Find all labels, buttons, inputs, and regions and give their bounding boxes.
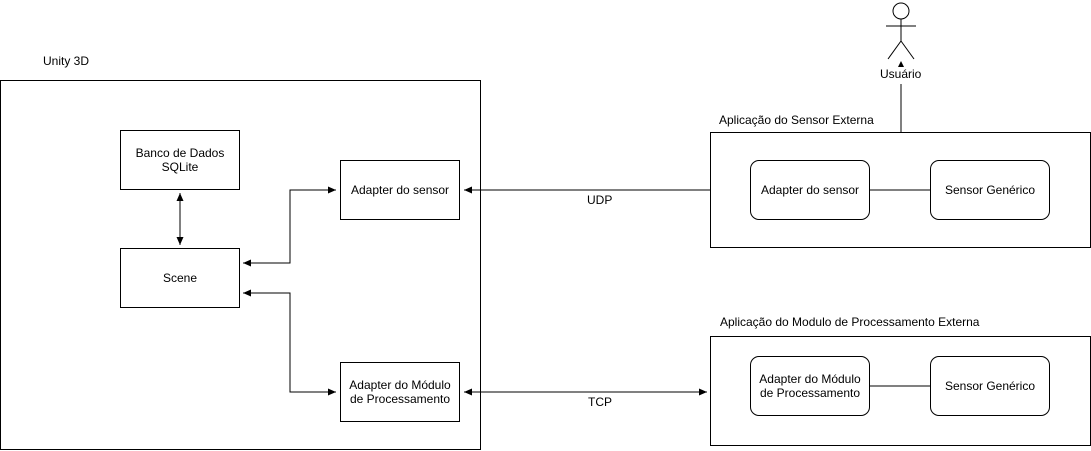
database-node: Banco de Dados SQLite [120, 130, 240, 190]
processing-adapter-node: Adapter do Módulo de Processamento [340, 362, 460, 422]
database-node-line2: SQLite [161, 160, 199, 174]
ext-generic-sensor-node-2: Sensor Genérico [930, 356, 1050, 416]
sensor-app-container-label: Aplicação do Sensor Externa [719, 113, 874, 127]
processing-app-container-label: Aplicação do Modulo de Processamento Ext… [720, 315, 980, 329]
ext-generic-sensor-node-1: Sensor Genérico [930, 160, 1050, 220]
udp-label: UDP [587, 193, 613, 207]
scene-node: Scene [120, 248, 240, 308]
database-node-line1: Banco de Dados [135, 146, 225, 160]
scene-node-label: Scene [162, 271, 198, 285]
ext-generic-sensor-node-2-label: Sensor Genérico [944, 379, 1036, 393]
scene-processing-adapter-connector [243, 289, 336, 396]
unity-container-label: Unity 3D [43, 54, 90, 68]
ext-sensor-adapter-node: Adapter do sensor [750, 160, 870, 220]
ext-sensor-adapter-node-label: Adapter do sensor [760, 183, 860, 197]
ext-generic-sensor-node-1-label: Sensor Genérico [944, 183, 1036, 197]
actor-arrow-head [898, 61, 904, 67]
ext-processing-adapter-node-line1: Adapter do Módulo [759, 372, 861, 386]
sensor-adapter-node-label: Adapter do sensor [350, 183, 450, 197]
sensor-adapter-node: Adapter do sensor [340, 160, 460, 220]
tcp-label: TCP [588, 395, 612, 409]
processing-adapter-node-line1: Adapter do Módulo [349, 378, 451, 392]
scene-sensor-adapter-connector [243, 186, 336, 267]
unity-container [0, 80, 481, 450]
stick-figure-icon [886, 2, 916, 60]
ext-processing-adapter-node: Adapter do Módulo de Processamento [750, 356, 870, 416]
ext-processing-adapter-node-line2: de Processamento [759, 386, 861, 400]
processing-adapter-node-line2: de Processamento [349, 392, 451, 406]
actor-label: Usuário [880, 67, 922, 81]
